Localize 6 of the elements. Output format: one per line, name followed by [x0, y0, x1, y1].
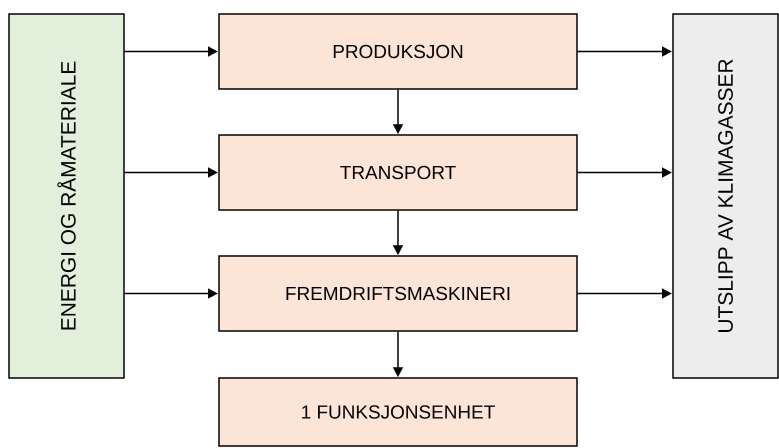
input-bar: ENERGI OG RÅMATERIALE [8, 13, 125, 379]
process-box: 1 FUNKSJONSENHET [218, 377, 578, 447]
process-box: TRANSPORT [218, 134, 578, 211]
output-bar: UTSLIPP AV KLIMAGASSER [672, 13, 779, 379]
process-box: FREMDRIFTSMASKINERI [218, 255, 578, 332]
process-box: PRODUKSJON [218, 13, 578, 90]
